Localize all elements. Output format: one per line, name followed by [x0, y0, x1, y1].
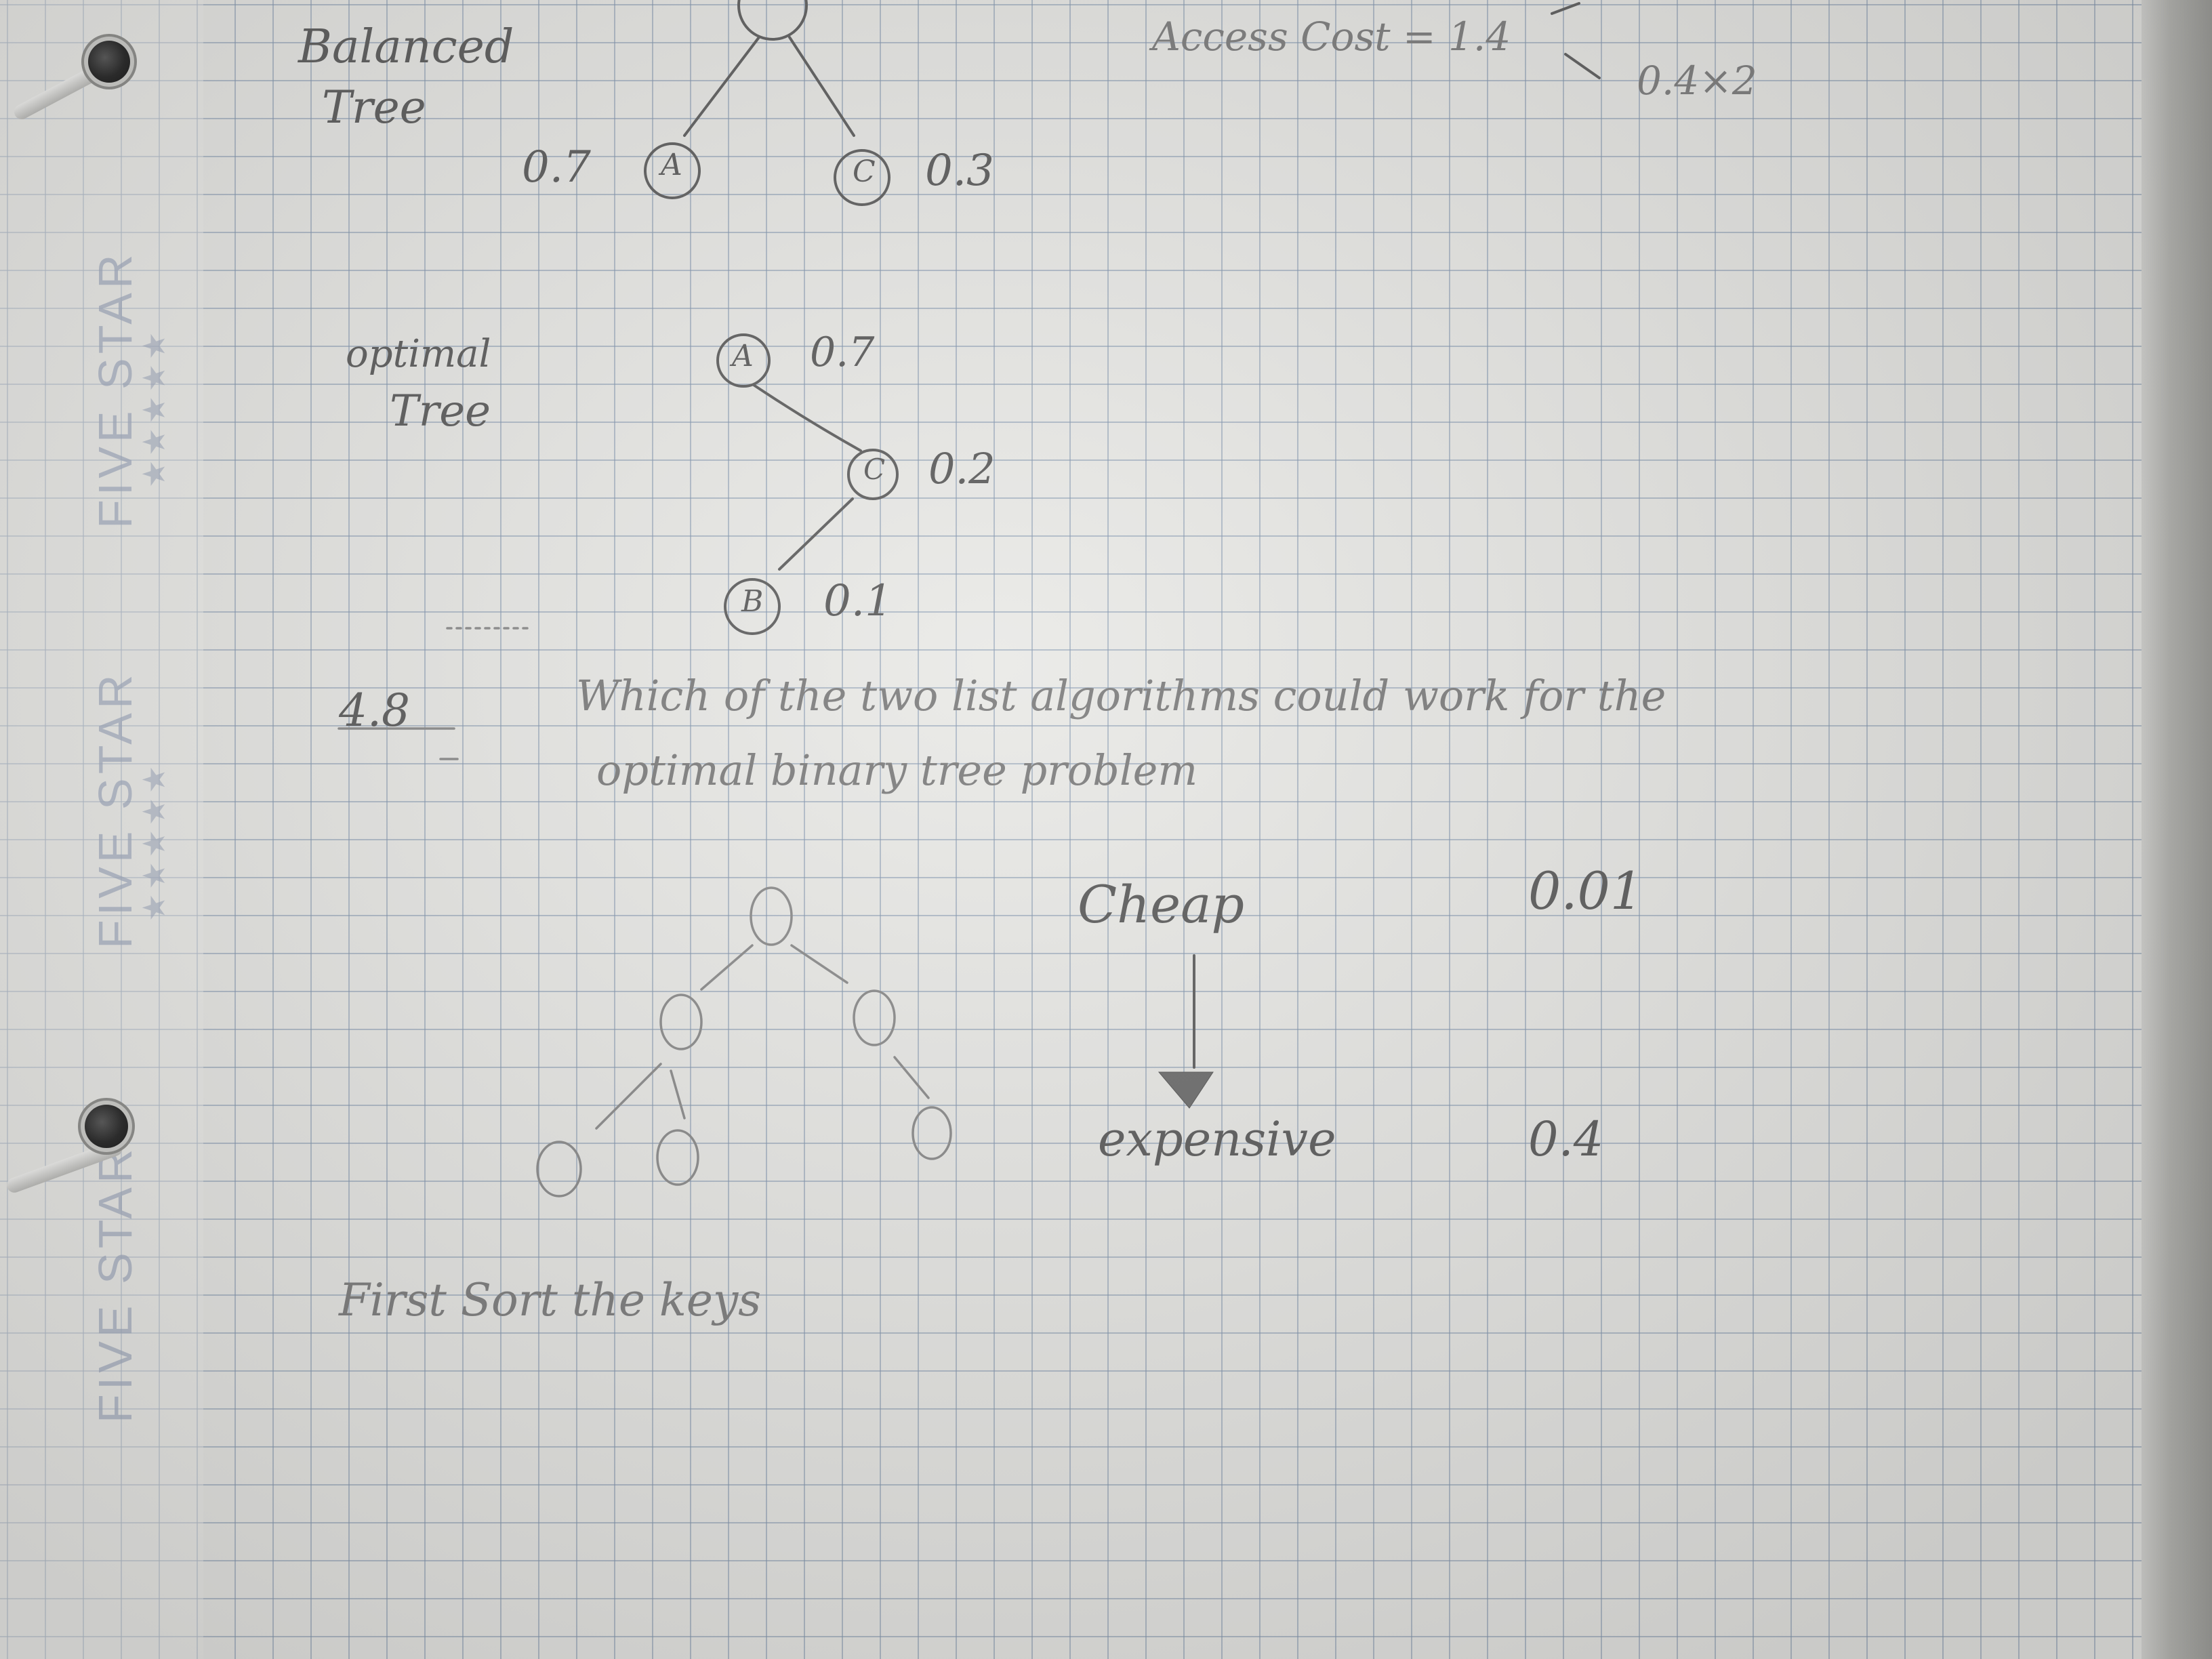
side-calc: 0.4×2 — [1637, 58, 1757, 104]
down-arrow-icon — [1158, 1071, 1214, 1109]
optimal-title-line1: optimal — [346, 332, 491, 376]
balanced-node-c — [834, 149, 890, 206]
optimal-edge-c-b — [778, 497, 854, 571]
sort-keys-note: First Sort the keys — [339, 1274, 762, 1326]
optimal-prob-c: 0.2 — [928, 444, 996, 493]
optimal-prob-a: 0.7 — [810, 329, 875, 376]
question-line2: optimal binary tree problem — [596, 745, 1198, 795]
question-line1: Which of the two list algorithms could w… — [576, 671, 1666, 720]
tree-right-node — [853, 989, 896, 1046]
notebook-margin — [0, 0, 203, 1659]
optimal-node-b-label: B — [741, 584, 764, 619]
optimal-node-b — [724, 578, 781, 635]
optimal-node-c-label: C — [863, 453, 886, 486]
cheap-value: 0.01 — [1528, 861, 1643, 921]
optimal-prob-b: 0.1 — [823, 576, 893, 626]
grid-paper — [0, 0, 2155, 1659]
expensive-value: 0.4 — [1528, 1111, 1604, 1167]
balanced-title-line1: Balanced — [298, 20, 514, 74]
question-number: 4.8 — [339, 684, 410, 737]
balanced-prob-c: 0.3 — [925, 146, 994, 196]
tree-left-node — [659, 994, 703, 1050]
access-cost: Access Cost = 1.4 — [1152, 14, 1511, 60]
balanced-right-edge — [788, 36, 855, 137]
balanced-left-edge — [683, 36, 760, 137]
tree-root-node — [750, 886, 793, 946]
expensive-label: expensive — [1098, 1111, 1336, 1167]
balanced-title-line2: Tree — [322, 81, 426, 134]
cheap-label: Cheap — [1078, 874, 1245, 935]
balanced-node-c-label: C — [853, 155, 876, 189]
tree-leaf-node — [656, 1129, 699, 1186]
optimal-edge-a-c — [752, 384, 862, 452]
balanced-node-a-label: A — [661, 148, 682, 182]
optimal-node-a — [716, 333, 771, 388]
optimal-node-a-label: A — [732, 339, 754, 373]
optimal-title-line2: Tree — [390, 386, 491, 436]
binder-ring-icon — [85, 1105, 128, 1148]
optimal-node-c — [847, 449, 899, 500]
tree-leaf-node — [536, 1141, 582, 1197]
desk-edge — [2142, 0, 2212, 1659]
balanced-root-node — [737, 0, 808, 41]
calc-slash — [1551, 2, 1580, 15]
binder-ring-icon — [88, 41, 130, 83]
tree-leaf-node — [912, 1106, 952, 1160]
calc-slash — [1564, 53, 1601, 79]
balanced-prob-a: 0.7 — [522, 142, 591, 192]
balanced-node-a — [644, 142, 701, 199]
